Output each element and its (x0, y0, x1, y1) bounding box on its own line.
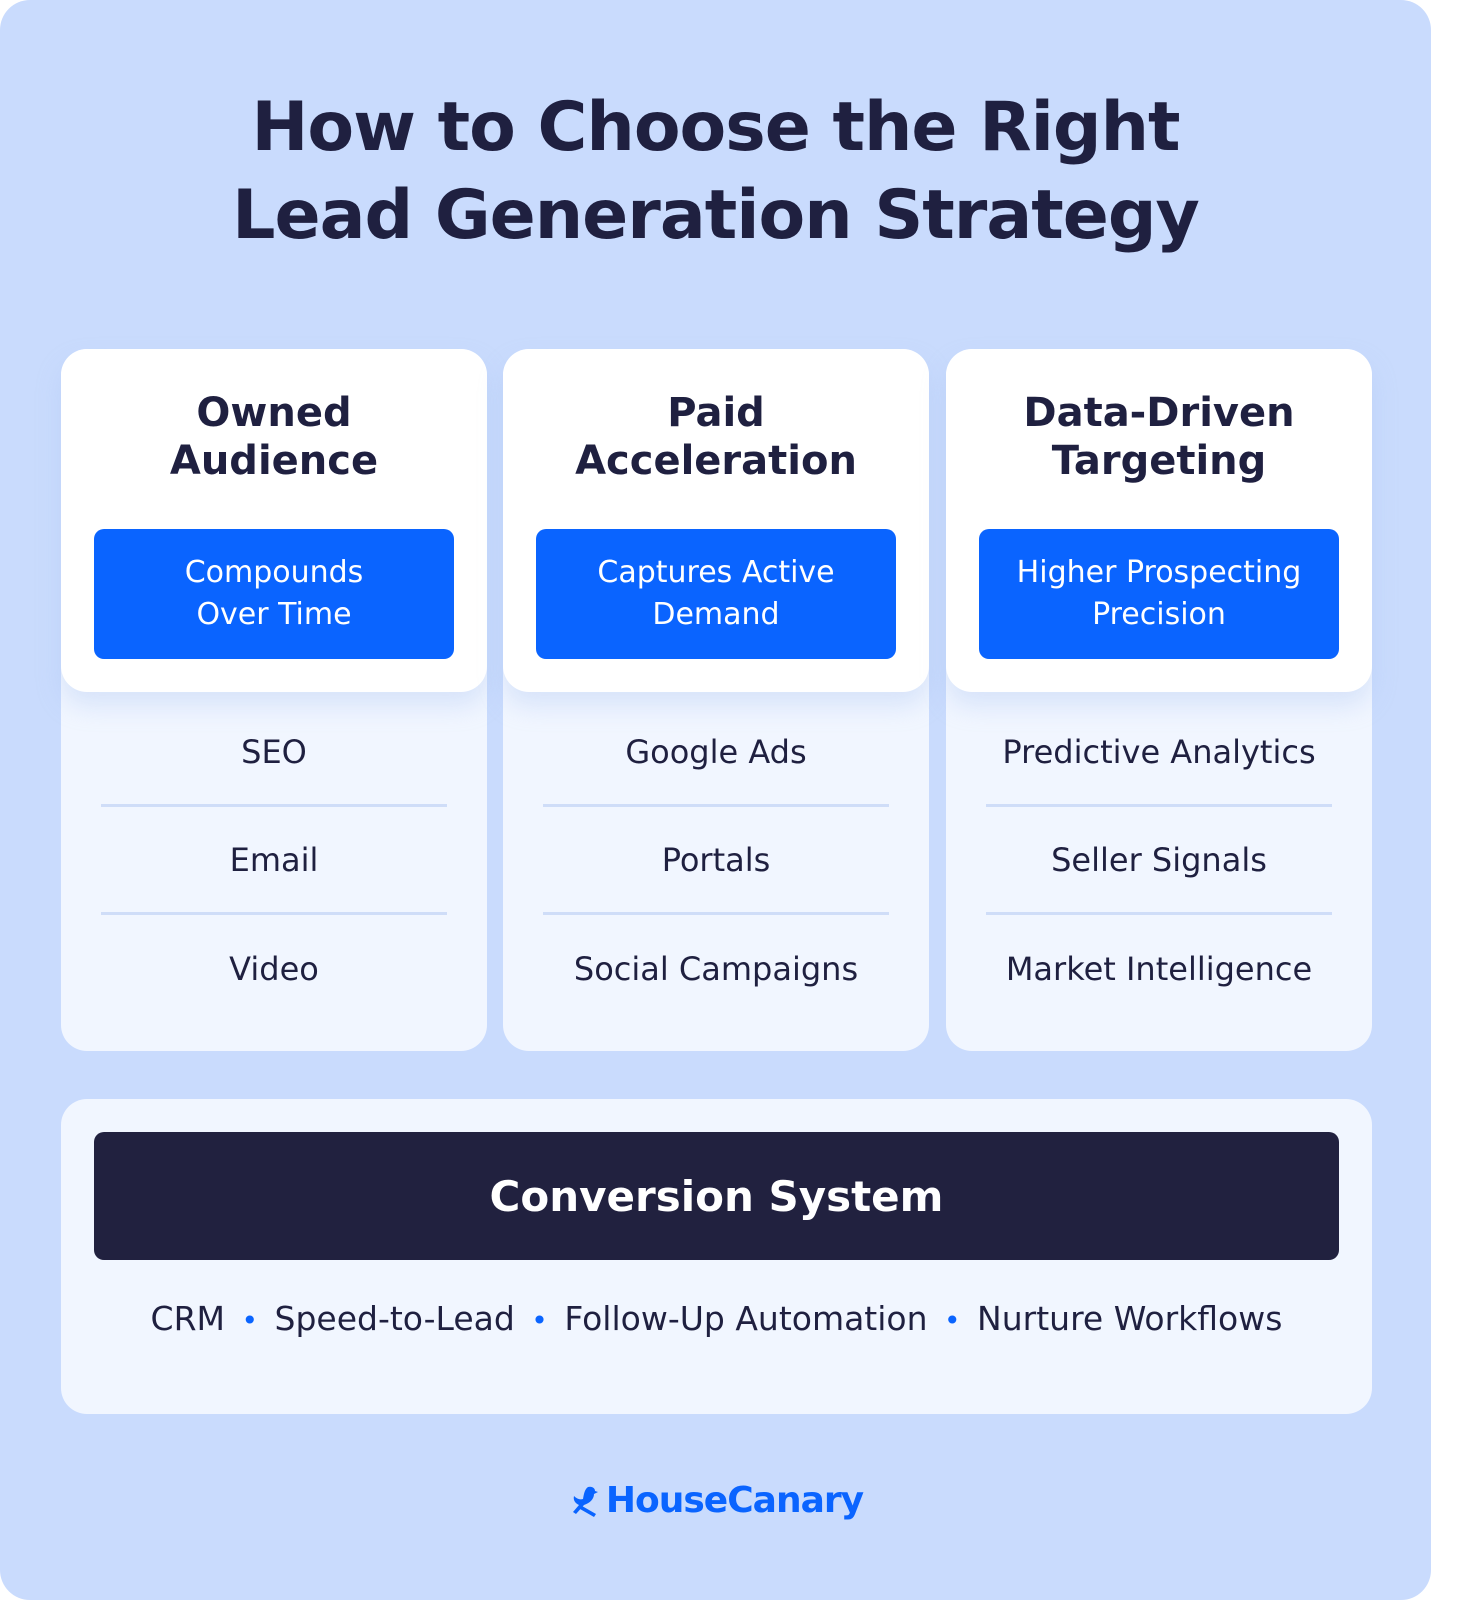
conversion-system-card: Conversion System CRM • Speed-to-Lead • … (61, 1099, 1372, 1414)
strategy-channel-list: Predictive Analytics Seller Signals Mark… (986, 699, 1332, 1023)
badge-line-1: Compounds (184, 555, 364, 590)
strategy-title: Paid Acceleration (503, 389, 929, 485)
title-line-1: How to Choose the Right (251, 88, 1180, 167)
badge-line-1: Higher Prospecting (1016, 555, 1302, 590)
badge-line-2: Over Time (196, 597, 352, 632)
title-line-2: Lead Generation Strategy (232, 176, 1200, 255)
channel-item: SEO (101, 699, 447, 807)
strategy-title-line-2: Targeting (1051, 438, 1267, 484)
badge-line-2: Demand (652, 597, 780, 632)
brand-name: HouseCanary (605, 1480, 864, 1521)
strategy-card-header: Paid Acceleration Captures Active Demand (503, 349, 929, 692)
strategy-card-owned-audience: Owned Audience Compounds Over Time SEO E… (61, 349, 487, 1051)
channel-item: Email (101, 807, 447, 915)
strategy-benefit-badge: Captures Active Demand (536, 529, 896, 659)
strategy-benefit-badge: Compounds Over Time (94, 529, 454, 659)
badge-line-2: Precision (1092, 597, 1226, 632)
conversion-item: Follow-Up Automation (564, 1299, 928, 1338)
bullet-separator: • (531, 1304, 548, 1337)
strategy-title: Data-Driven Targeting (946, 389, 1372, 485)
channel-item: Market Intelligence (1005, 950, 1313, 988)
strategy-channel-list: Google Ads Portals Social Campaigns (543, 699, 889, 1023)
page-title: How to Choose the Right Lead Generation … (0, 84, 1431, 260)
conversion-item: Speed-to-Lead (274, 1299, 515, 1338)
conversion-components: CRM • Speed-to-Lead • Follow-Up Automati… (61, 1299, 1372, 1338)
strategy-title-line-1: Data-Driven (1023, 390, 1295, 436)
conversion-item: Nurture Workflows (977, 1299, 1283, 1338)
channel-item: Social Campaigns (573, 950, 859, 988)
channel-item: Predictive Analytics (986, 699, 1332, 807)
strategy-benefit-badge: Higher Prospecting Precision (979, 529, 1339, 659)
bullet-separator: • (944, 1304, 961, 1337)
strategy-title-line-2: Acceleration (575, 438, 857, 484)
channel-item: Video (229, 950, 319, 988)
strategy-card-header: Owned Audience Compounds Over Time (61, 349, 487, 692)
brand-logo: HouseCanary (0, 1480, 1431, 1521)
strategy-title: Owned Audience (61, 389, 487, 485)
channel-item: Seller Signals (986, 807, 1332, 915)
strategy-title-line-1: Owned (196, 390, 352, 436)
channel-item: Google Ads (543, 699, 889, 807)
strategy-title-line-1: Paid (667, 390, 765, 436)
bullet-separator: • (241, 1304, 259, 1337)
strategy-channel-list: SEO Email Video (101, 699, 447, 1023)
channel-item: Portals (543, 807, 889, 915)
strategy-card-data-driven-targeting: Data-Driven Targeting Higher Prospecting… (946, 349, 1372, 1051)
strategy-card-paid-acceleration: Paid Acceleration Captures Active Demand… (503, 349, 929, 1051)
conversion-item: CRM (150, 1299, 225, 1338)
strategy-card-header: Data-Driven Targeting Higher Prospecting… (946, 349, 1372, 692)
badge-line-1: Captures Active (597, 555, 835, 590)
conversion-system-header: Conversion System (94, 1132, 1339, 1260)
strategy-title-line-2: Audience (169, 438, 379, 484)
canary-bird-icon (572, 1486, 598, 1517)
